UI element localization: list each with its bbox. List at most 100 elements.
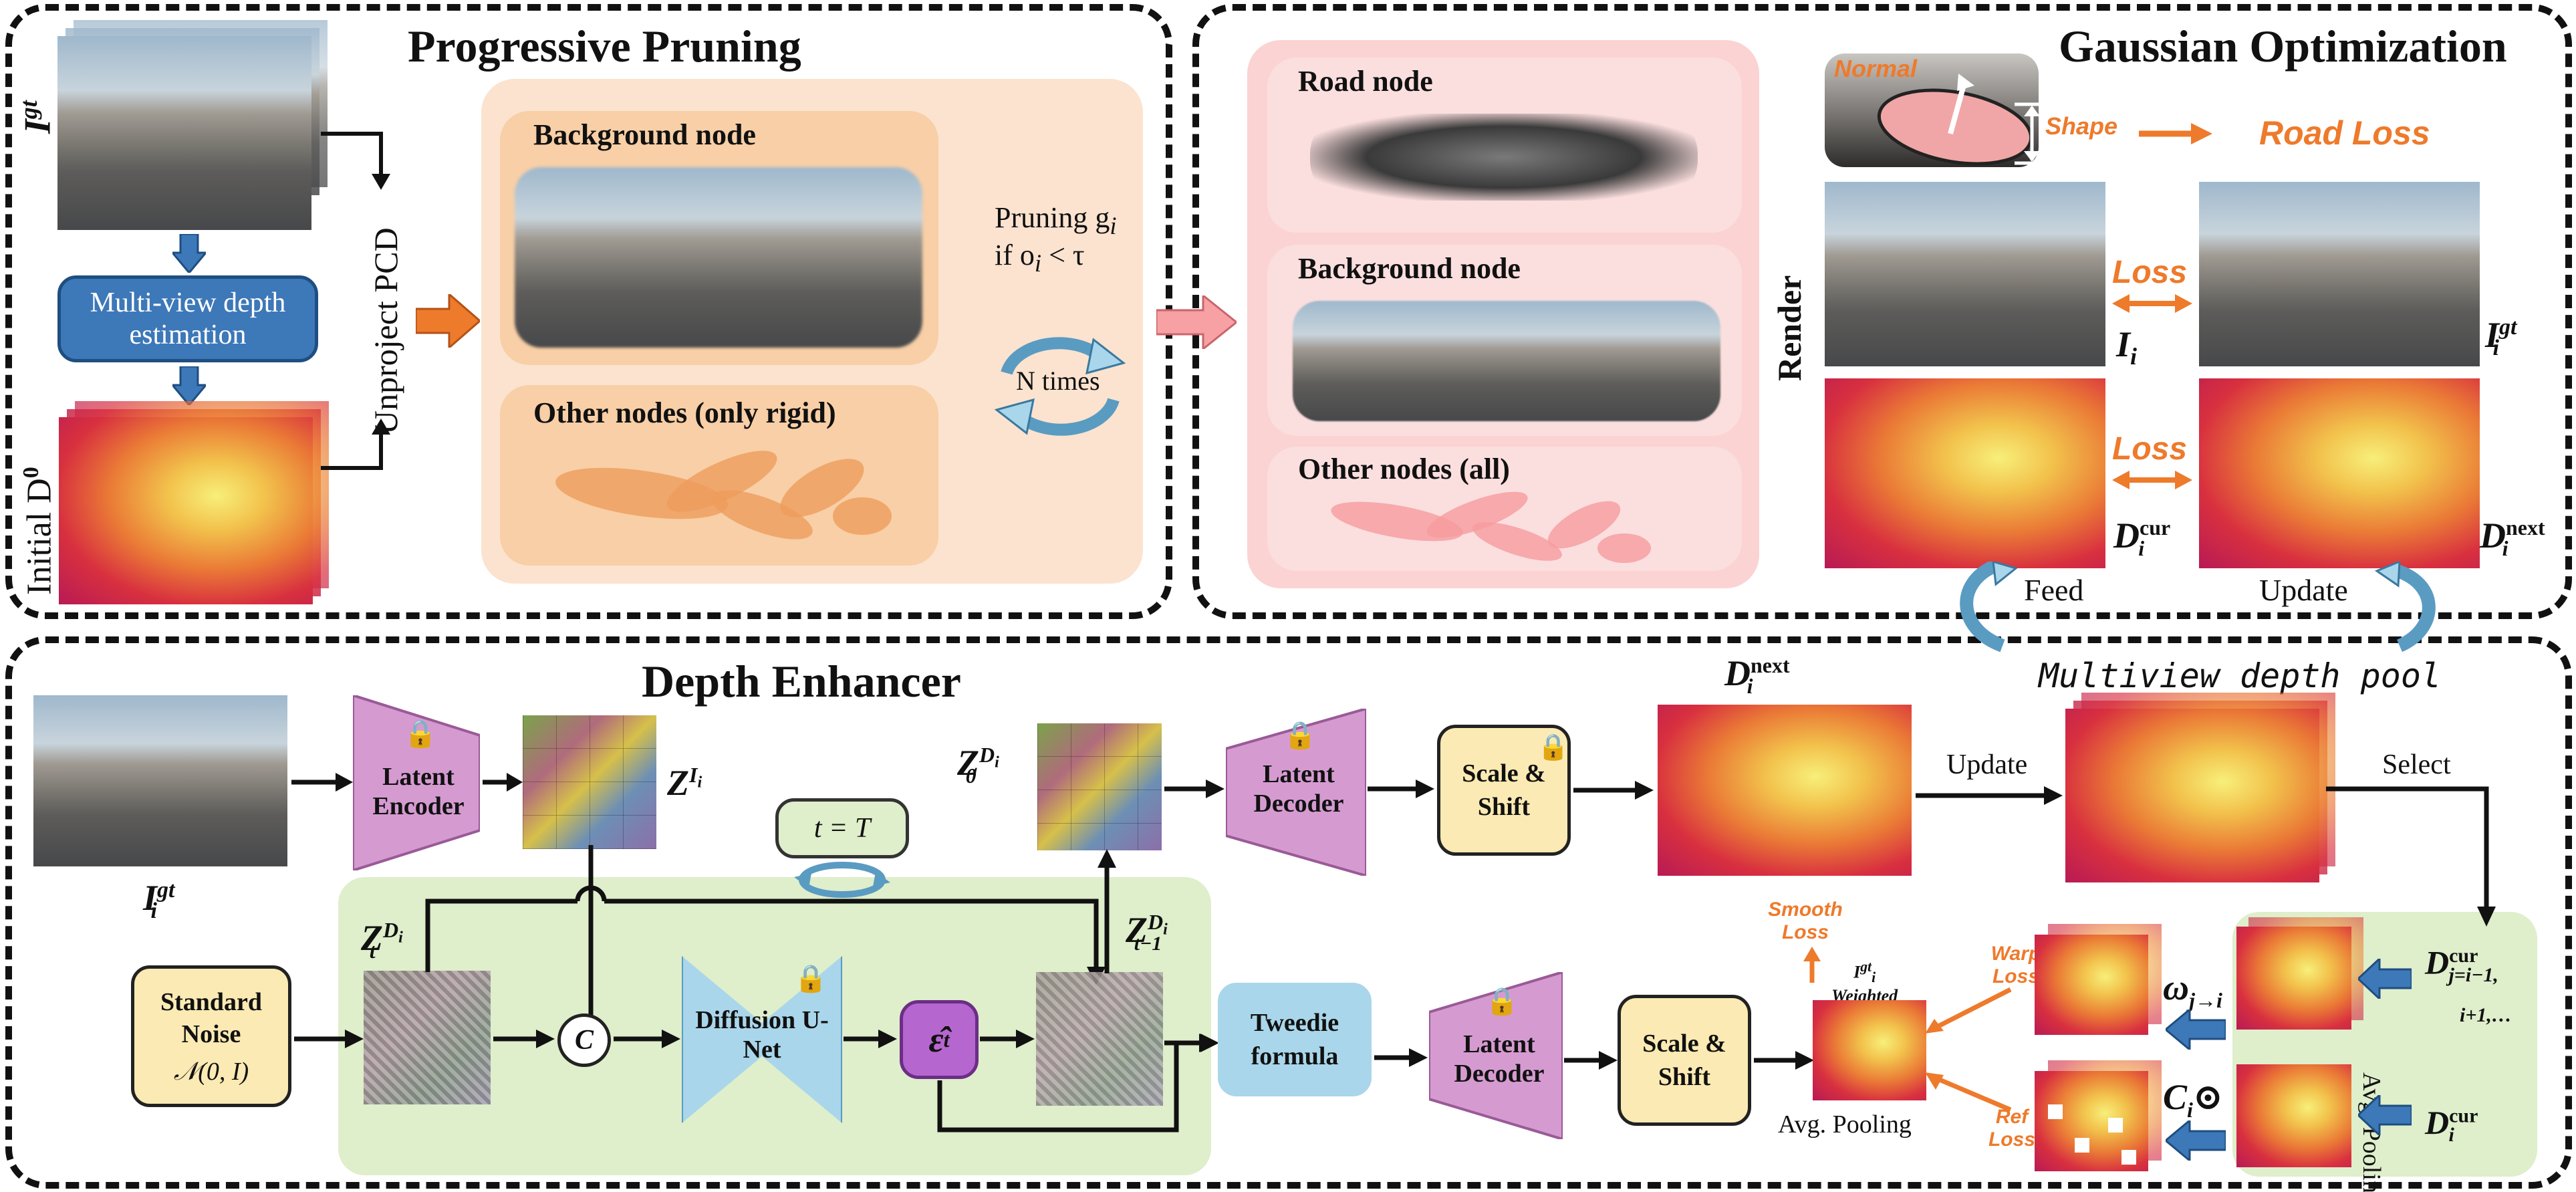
smooth-loss-label: Smooth Loss <box>1768 899 1843 943</box>
background-node-image <box>515 167 922 348</box>
ii-label: Ii <box>2116 324 2138 370</box>
enhancer-igt-image <box>33 695 287 866</box>
gaussian-ellipse-icon <box>1877 74 2033 166</box>
enhancer-dnext-label: Dnexti <box>1724 653 1790 698</box>
diffusion-unet-label: Diffusion U-Net <box>695 1006 829 1064</box>
depth-loss-double-arrow-icon <box>2112 471 2192 489</box>
standard-noise-box: Standard Noise 𝒩(0, I) <box>131 965 291 1107</box>
normal-label: Normal <box>1834 55 1918 82</box>
shape-size-icon <box>2015 102 2049 165</box>
rendered-image-ii <box>1825 182 2105 366</box>
t-eq-T-box: t = T <box>775 798 909 858</box>
rigid-gaussians-blobs <box>555 451 892 540</box>
arrow-c-to-unet <box>614 1030 680 1048</box>
arrow-eps-to-zt1 <box>980 1030 1035 1048</box>
ref-mask-squares <box>2048 1104 2136 1165</box>
progressive-pruning-title: Progressive Pruning <box>408 21 801 72</box>
initial-d0-label: Initial D0 <box>19 467 59 595</box>
zi-label: ZIi <box>667 763 702 803</box>
background-node-label-go: Background node <box>1298 252 1521 285</box>
warp-loss-arrow <box>1925 987 2012 1034</box>
update-label-go: Update <box>2259 573 2348 607</box>
blue-left-arrow-ci <box>2166 1120 2226 1161</box>
shape-label: Shape <box>2045 112 2118 140</box>
smooth-loss-up-arrow <box>1803 947 1821 983</box>
unproject-connector-lines <box>321 132 390 470</box>
dicur-label: Dcuri <box>2425 1104 2478 1146</box>
all-gaussians-blobs <box>1331 491 1651 563</box>
arrow-zt1-to-tweedie <box>1164 1034 1218 1052</box>
image-loss-double-arrow-icon <box>2112 294 2192 313</box>
scale-shift-top-box: Scale & Shift <box>1437 725 1571 856</box>
concat-circle: C <box>557 1014 611 1067</box>
ref-loss-arrow <box>1925 1072 2012 1112</box>
depth-dnext-image <box>2199 378 2480 568</box>
lock-icon: 🔒 <box>404 719 437 749</box>
z0-label: ZDi0 <box>957 743 999 788</box>
arrow-to-encoder <box>291 773 353 792</box>
unproject-pcd-label: Unproject PCD <box>367 227 404 435</box>
road-node-image <box>1310 114 1698 201</box>
multiview-pool-label: Multiview depth pool <box>2039 657 2442 695</box>
arrow-tweedie-to-decoder <box>1374 1048 1428 1067</box>
latent-encoder-trapezoid <box>353 695 480 870</box>
arrow-zt-to-c <box>493 1030 555 1048</box>
arrow-down-icon <box>172 234 206 273</box>
n-times-label: N times <box>1016 366 1100 396</box>
lock-icon: 🔒 <box>1537 733 1569 761</box>
depth-loss-label: Loss <box>2112 431 2188 467</box>
blue-left-arrow-dicur <box>2358 1095 2412 1135</box>
iigt-label: Igti <box>2485 315 2517 360</box>
igt-image <box>57 36 311 230</box>
latent-decoder-top-trapezoid <box>1226 709 1366 876</box>
lock-icon: 🔒 <box>794 963 827 993</box>
zt-label: ZDit <box>361 918 403 963</box>
latent-zt-noise <box>364 971 491 1104</box>
multi-view-depth-estimation-box: Multi-view depth estimation <box>57 275 318 362</box>
warp-loss-label: Warp Loss <box>1990 943 2041 987</box>
other-nodes-all-label: Other nodes (all) <box>1298 453 1510 485</box>
select-arrow <box>2326 786 2496 927</box>
tweedie-formula-box: Tweedie formula <box>1218 983 1372 1096</box>
background-node-label: Background node <box>533 118 756 151</box>
latent-decoder-bottom-label: Latent Decoder <box>1454 1030 1545 1088</box>
latent-decoder-bottom-trapezoid <box>1429 972 1563 1139</box>
gaussian-optimization-title: Gaussian Optimization <box>2059 21 2507 72</box>
feed-label: Feed <box>2024 573 2084 607</box>
lock-icon: 🔒 <box>1485 986 1519 1016</box>
enhancer-igt-label: Igti <box>143 878 175 923</box>
ref-loss-label: Ref Loss <box>1988 1106 2036 1151</box>
latent-decoder-top-label: Latent Decoder <box>1253 760 1344 818</box>
depth-dcur-image <box>1825 378 2105 568</box>
dj-label: Dcurj=i−1, i+1,… <box>2425 943 2512 1026</box>
blue-left-arrow-dj <box>2358 959 2412 999</box>
latent-zt1-noise <box>1036 972 1163 1106</box>
depth-enhancer-panel <box>5 636 2572 1189</box>
update-curved-arrow-icon <box>2374 562 2436 652</box>
other-nodes-rigid-label: Other nodes (only rigid) <box>533 396 836 429</box>
diffusion-unet-shape <box>682 956 842 1123</box>
latent-z0-image <box>1037 723 1162 850</box>
orange-right-arrow-icon <box>416 294 480 348</box>
arrow-down-icon <box>172 366 206 405</box>
pink-right-arrow-icon <box>1156 295 1237 349</box>
select-label: Select <box>2382 749 2451 780</box>
arrow-noise-to-zt <box>294 1030 364 1048</box>
arrow-to-decoder-top <box>1164 780 1225 798</box>
weighted-depth-image <box>1813 1000 1926 1100</box>
pool-image <box>2065 709 2319 882</box>
enhancer-update-label: Update <box>1946 749 2028 780</box>
arrow-decoder-to-scale <box>1564 1051 1618 1070</box>
pruning-rule-line1: Pruning gi <box>995 201 1117 239</box>
road-node-label: Road node <box>1298 65 1433 98</box>
background-node-image-go <box>1293 301 1720 421</box>
lock-icon: 🔒 <box>1283 720 1317 750</box>
arrow-to-dnext <box>1573 781 1654 800</box>
dcur-label: Dcuri <box>2113 515 2171 560</box>
arrow-to-scale-top <box>1368 780 1434 798</box>
weighted-label: Igti Weighted <box>1831 959 1898 1005</box>
latent-zi-image <box>523 715 656 849</box>
arrow-zt1-up-to-z0 <box>1098 849 1116 973</box>
eps-hat-box: ε̂t <box>900 1000 979 1079</box>
